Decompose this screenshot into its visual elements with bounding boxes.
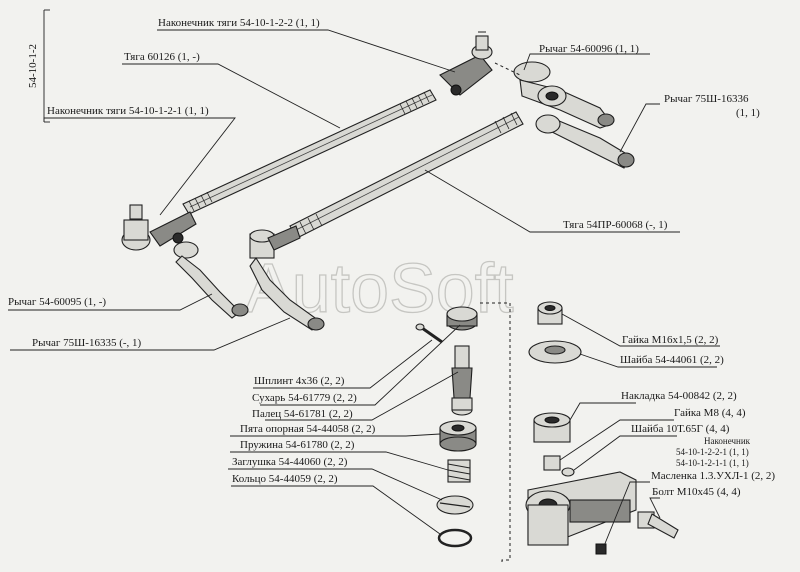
- washer-10t: [561, 467, 575, 477]
- tip-body: [525, 471, 637, 546]
- label-bolt: Болт М10х45 (4, 4): [652, 486, 741, 498]
- label-rod-60126: Тяга 60126 (1, -): [124, 51, 200, 63]
- rod-60126: [182, 89, 437, 215]
- retaining-ring: [437, 528, 473, 548]
- oiler-part: [595, 543, 607, 555]
- label-rod-54pr: Тяга 54ПР-60068 (-, 1): [563, 219, 668, 231]
- assembly-bracket: 54-10-1-2: [27, 9, 50, 123]
- label-tip-v2: 54-10-1-2-2-1 (1, 1): [676, 447, 749, 457]
- label-nut-m16: Гайка М16х1,5 (2, 2): [622, 334, 719, 346]
- pin-part: [451, 345, 473, 416]
- label-spring: Пружина 54-61780 (2, 2): [240, 439, 355, 451]
- label-lever-60096: Рычаг 54-60096 (1, 1): [539, 43, 639, 55]
- tie-rod-tip-2: [439, 31, 493, 96]
- rod-54pr-60068: [289, 111, 524, 239]
- label-lever-16335: Рычаг 75Ш-16335 (-, 1): [32, 337, 142, 349]
- label-tip-hdr: Наконечник: [704, 436, 751, 446]
- tie-rod-tip-1: [121, 204, 197, 251]
- leader-lines: [8, 29, 720, 547]
- label-pin: Палец 54-61781 (2, 2): [252, 408, 353, 420]
- label-oiler: Масленка 1.3.УХЛ-1 (2, 2): [651, 470, 775, 482]
- label-cotter: Шплинт 4х36 (2, 2): [254, 375, 345, 387]
- support-seat: [439, 420, 477, 452]
- label-pad: Накладка 54-00842 (2, 2): [621, 390, 737, 402]
- label-lever-16336-a: Рычаг 75Ш-16336: [664, 93, 749, 105]
- cracker-part: [446, 306, 478, 331]
- label-tip-2: Наконечник тяги 54-10-1-2-2 (1, 1): [158, 17, 320, 29]
- assembly-dash-2: [494, 62, 521, 76]
- lever-75sh-16336: [535, 114, 635, 169]
- label-cracker: Сухарь 54-61779 (2, 2): [252, 392, 357, 404]
- bolt-m10: [637, 511, 679, 539]
- label-tip-1: Наконечник тяги 54-10-1-2-1 (1, 1): [47, 105, 209, 117]
- label-tip-v1: 54-10-1-2-1-1 (1, 1): [676, 458, 749, 468]
- pad-part: [533, 412, 571, 443]
- cotter-pin: [415, 323, 443, 344]
- label-washer-10t: Шайба 10Т.65Г (4, 4): [631, 423, 730, 435]
- assembly-dash-1: [480, 302, 511, 565]
- label-nut-m8: Гайка М8 (4, 4): [674, 407, 746, 419]
- nut-m8: [543, 455, 561, 471]
- washer-44061: [528, 340, 582, 364]
- label-seat: Пята опорная 54-44058 (2, 2): [240, 423, 376, 435]
- lever-54-60095: [173, 241, 249, 319]
- label-ring: Кольцо 54-44059 (2, 2): [232, 473, 338, 485]
- spring-part: [447, 459, 471, 483]
- label-washer-44061: Шайба 54-44061 (2, 2): [620, 354, 724, 366]
- assembly-code: 54-10-1-2: [27, 44, 39, 88]
- label-plug: Заглушка 54-44060 (2, 2): [232, 456, 348, 468]
- label-lever-16336-b: (1, 1): [736, 107, 760, 119]
- plug-part: [436, 495, 474, 515]
- label-lever-60095: Рычаг 54-60095 (1, -): [8, 296, 106, 308]
- nut-m16: [537, 301, 563, 325]
- lever-54-60096: [513, 61, 615, 129]
- lever-75sh-16335: [249, 225, 325, 331]
